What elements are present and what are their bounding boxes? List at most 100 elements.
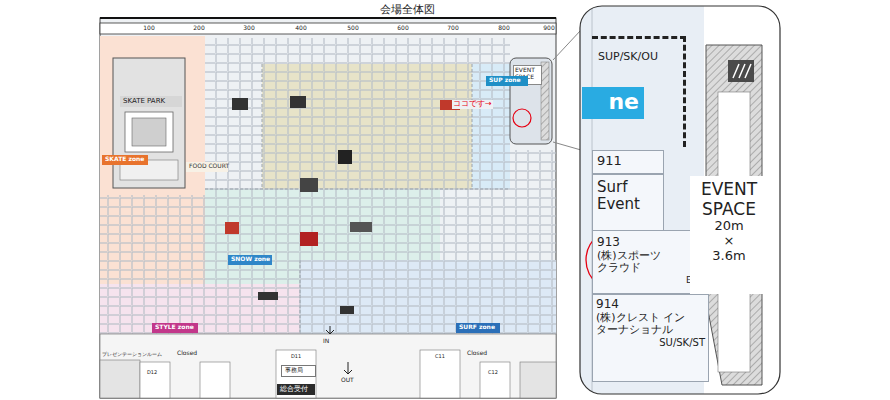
node-text: SUP zone [489,77,525,84]
node-text: SNOW zone [231,256,269,263]
zone-tag: STYLE zone [152,323,198,333]
ramp [125,112,173,152]
grid-number: 700 [442,25,464,32]
stage-mark [728,60,754,82]
entrance-label: IN [322,338,330,345]
grid-number: 600 [392,25,414,32]
node-text: 914 [596,298,705,312]
area-label: SKATE PARK [120,96,182,107]
room [100,360,140,398]
node-text: 20m × 3.6m [709,219,749,264]
zone-border [300,260,301,334]
skate-park-outline [113,58,185,188]
booth-logo [340,306,354,314]
floor-map [100,18,581,398]
zoom-inset [580,6,780,394]
zone-tag: SUP zone [486,76,528,86]
room [200,362,230,398]
node-text: EVENT SPACE [694,180,764,219]
room [276,350,316,398]
in-arrow [326,326,334,334]
room [140,362,170,398]
room [520,362,556,398]
node-text: 913 [597,236,703,250]
grid-header [100,23,556,34]
exit-label: OUT [340,377,355,384]
node-text: (株)スポーツクラウド [597,250,663,275]
reception-box: 総合受付 [277,384,315,395]
grid-number: 900 [538,25,560,32]
office-box: 事務局 [281,365,316,377]
inset-ground [580,6,780,394]
closed-note: Closed [466,350,488,357]
node-text: SUP/SK/OU [598,51,677,64]
booth-logo [300,178,318,192]
booth: Surf Event [592,174,664,232]
zone-border [205,189,510,190]
out-arrow [344,362,352,374]
wall-line [100,17,556,19]
stage-mark [733,64,751,78]
booth: 911 [592,150,664,174]
leader-line [553,142,581,150]
zone-tag: SNOW zone [228,255,272,265]
node-text: ETC [597,275,703,285]
booth: 914(株)クレスト インターナショナルSU/SK/ST [592,294,709,382]
node-text: FOOD COURT [189,163,225,170]
node-text: SKATE PARK [123,97,179,105]
room-number: D12 [146,370,158,376]
zone-tag: SKATE zone [102,155,148,165]
node-text: SURF zone [459,324,497,331]
grid-number: 800 [493,25,515,32]
node-text: ne [587,89,639,114]
node-text: Surf Event [597,179,653,214]
zone-region: SUP/SK/OUne [592,36,686,147]
room [420,350,460,398]
zone-border [262,64,263,189]
booth-logo [300,232,318,246]
grid-number: 400 [290,25,312,32]
booth-logo [290,96,306,108]
grid-number: 500 [342,25,364,32]
booth-grid [510,150,556,334]
booth-logo [258,292,278,300]
booth-grid [100,195,205,334]
room-label: プレゼンテーションルーム [101,352,163,358]
booth-logo [225,222,239,234]
event-space-hatch [541,62,549,140]
room-number: C11 [434,354,446,360]
grid-number: 300 [238,25,260,32]
ramp [132,118,166,146]
highlight-circle [513,109,531,127]
event-space-outline [510,58,552,144]
zone-tag: SURF zone [456,323,500,333]
node-text: (株)クレスト インターナショナル [596,312,696,337]
node-text: 911 [597,154,659,169]
zone-border [472,64,473,189]
room-number: D11 [290,354,302,360]
entrance-area [100,334,556,398]
node-text: SKATE zone [105,156,145,163]
node-text: 総合受付 [280,385,312,393]
map-title: 会場全体図 [380,4,435,16]
hall-ground [100,18,556,398]
closed-note: Closed [176,350,198,357]
room [480,362,510,398]
booth-grid [205,38,510,334]
area-label: FOOD COURT [186,162,228,172]
booth-logo [338,150,352,164]
leader-line [553,30,581,60]
inset-frame [580,6,780,394]
grid-number: 200 [188,25,210,32]
grid-number: 100 [138,25,160,32]
event-space-box: EVENT SPACE20m × 3.6m [690,176,768,294]
node-text: 事務局 [285,367,312,374]
node-text: SU/SK/ST [596,337,705,349]
booth-logo [350,222,372,232]
room-number: C12 [487,370,499,376]
booth-logo [232,98,248,110]
zone-tag: ne [582,87,644,119]
pointer-note: ココです→ [452,100,493,109]
node-text: STYLE zone [155,324,195,331]
